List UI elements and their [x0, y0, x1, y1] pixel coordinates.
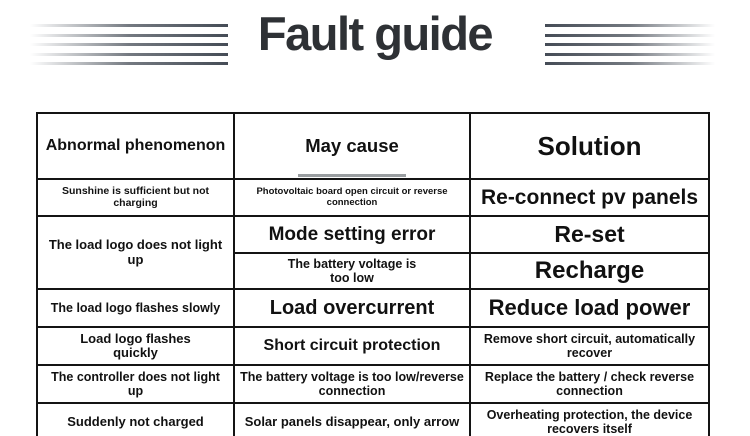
cell-solution: Overheating protection, the device recov…	[469, 402, 710, 436]
cell-phenomenon: The load logo does not light up	[36, 215, 235, 291]
table-row: Suddenly not charged Solar panels disapp…	[36, 402, 710, 436]
cell-cause: Short circuit protection	[233, 326, 471, 367]
speed-line	[30, 52, 228, 56]
may-cause-underline	[298, 174, 406, 178]
speed-line	[545, 33, 715, 37]
cell-cause: Load overcurrent	[233, 288, 471, 329]
header-abnormal-phenomenon: Abnormal phenomenon	[36, 111, 235, 181]
table-row: The controller does not light up The bat…	[36, 364, 710, 405]
cell-cause: The battery voltage is too low	[233, 252, 471, 291]
speed-line	[30, 33, 228, 37]
cell-solution: Re-set	[469, 215, 710, 255]
speed-lines-right	[545, 24, 715, 66]
cell-phenomenon: The controller does not light up	[36, 364, 235, 405]
cell-solution: Replace the battery / check reverse conn…	[469, 364, 710, 405]
cell-phenomenon: Sunshine is sufficient but not charging	[36, 178, 235, 218]
cell-cause: The battery voltage is too low/reverse c…	[233, 364, 471, 405]
header-may-cause-label: May cause	[305, 134, 399, 156]
fault-table: Abnormal phenomenon May cause Solution S…	[36, 111, 710, 436]
speed-lines-left	[30, 24, 228, 66]
table-row: Sunshine is sufficient but not charging …	[36, 178, 710, 218]
cell-solution: Re-connect pv panels	[469, 178, 710, 218]
cell-phenomenon: The load logo flashes slowly	[36, 288, 235, 329]
cell-cause: Photovoltaic board open circuit or rever…	[233, 178, 471, 218]
header-solution: Solution	[469, 111, 710, 181]
cell-solution: Reduce load power	[469, 288, 710, 329]
table-row: The battery voltage is too low Recharge	[37, 252, 710, 291]
speed-line	[545, 43, 715, 46]
speed-line	[30, 43, 228, 46]
cell-solution: Remove short circuit, automatically reco…	[469, 326, 710, 367]
cell-phenomenon: Suddenly not charged	[36, 402, 235, 436]
table-row: The load logo flashes slowly Load overcu…	[36, 288, 710, 329]
page-title: Fault guide	[257, 7, 494, 60]
header-may-cause: May cause	[233, 111, 471, 181]
cell-solution: Recharge	[469, 252, 710, 291]
speed-line	[545, 62, 715, 65]
speed-line	[545, 52, 715, 56]
speed-line	[30, 24, 228, 27]
cell-cause: Mode setting error	[233, 215, 471, 255]
cell-cause: Solar panels disappear, only arrow	[233, 402, 471, 436]
table-header-row: Abnormal phenomenon May cause Solution	[36, 111, 710, 181]
table-row: Load logo flashes quickly Short circuit …	[36, 326, 710, 367]
table-row: The load logo does not light up Mode set…	[36, 215, 710, 291]
cell-phenomenon: Load logo flashes quickly	[36, 326, 235, 367]
speed-line	[545, 24, 715, 27]
speed-line	[30, 62, 228, 65]
